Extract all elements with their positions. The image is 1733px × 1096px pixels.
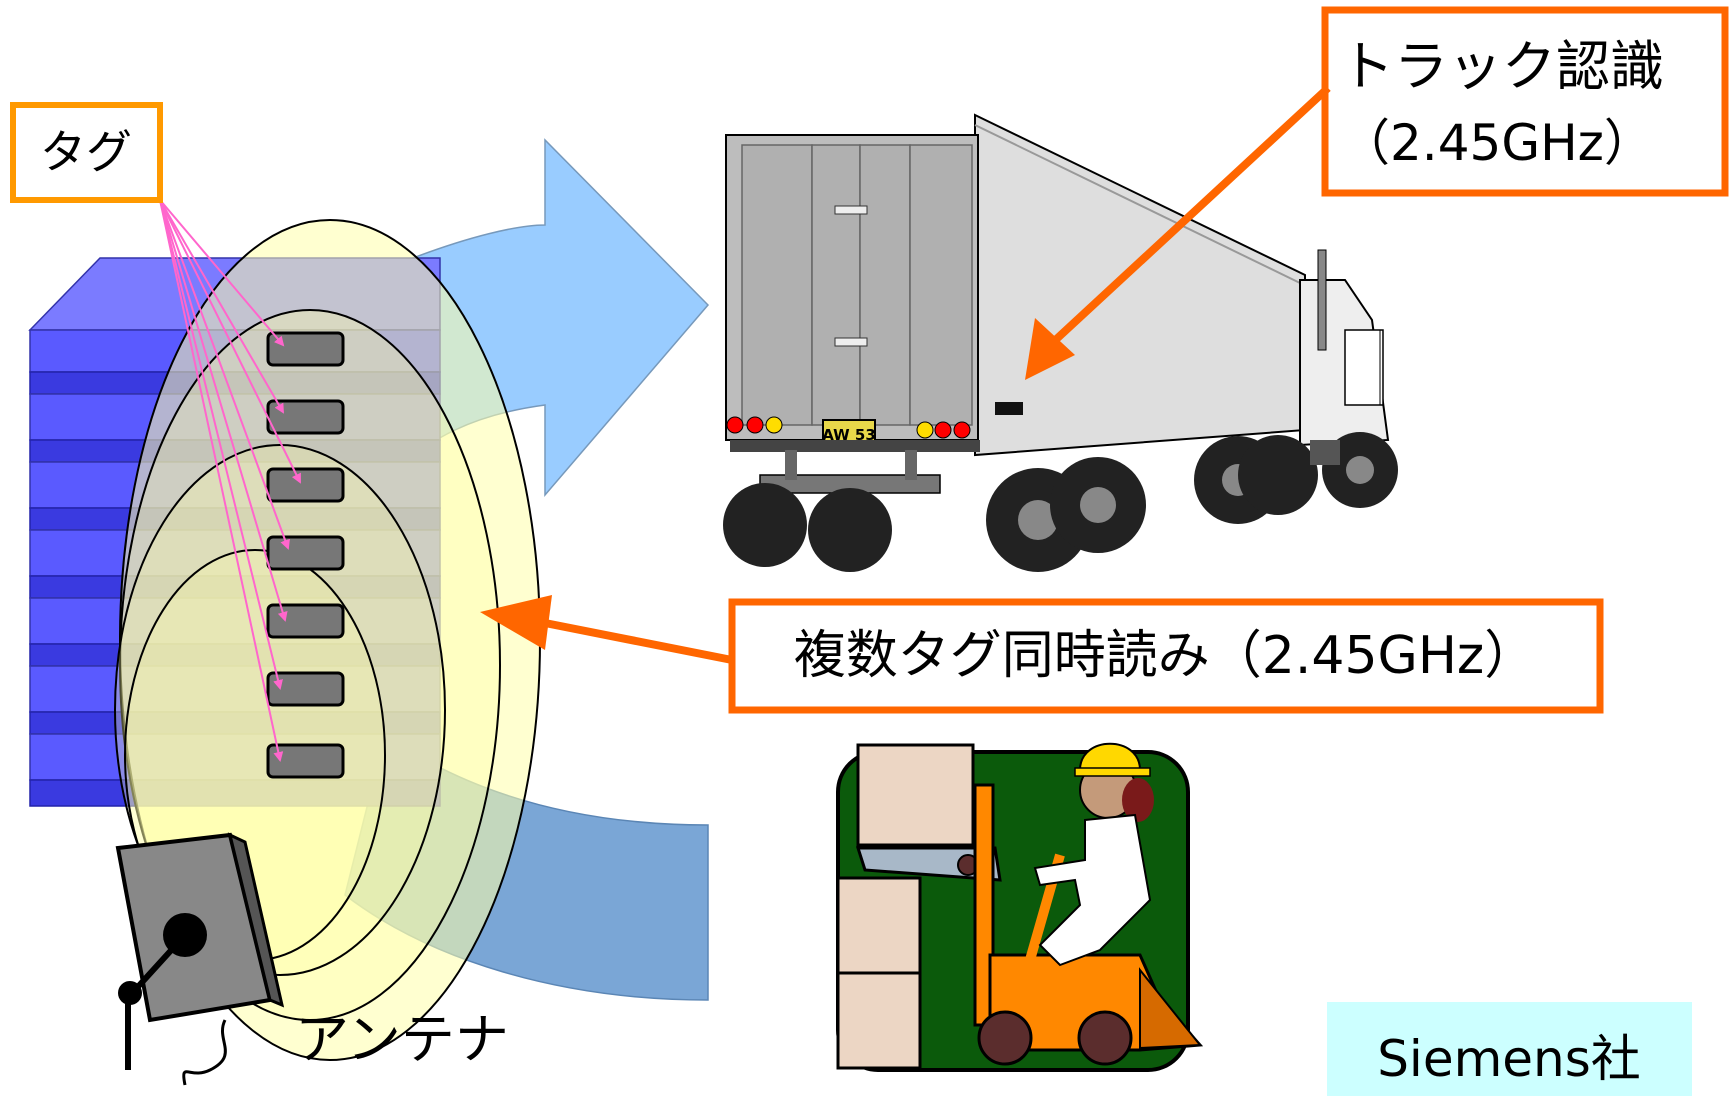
truck-id-label-line2: （2.45GHz） xyxy=(1340,114,1654,172)
forklift-worker-icon xyxy=(836,742,1204,1072)
tag-chip-icon xyxy=(266,671,345,707)
tag-chip-icon xyxy=(266,331,345,367)
tag-chip-icon xyxy=(266,743,345,779)
multi-read-callout xyxy=(728,598,1604,714)
tag-label-box xyxy=(10,102,163,203)
truck-icon: AW 53 xyxy=(723,113,1398,572)
multi-read-arrow xyxy=(480,595,733,664)
tag-chip-icon xyxy=(266,603,345,639)
tag-pointer-lines xyxy=(159,199,301,762)
company-badge xyxy=(1327,1002,1692,1096)
multi-read-label: 複数タグ同時読み（2.45GHz） xyxy=(794,626,1536,686)
antenna-label: アンテナ xyxy=(295,1008,509,1071)
truck-id-callout xyxy=(1321,6,1729,197)
tag-label: タグ xyxy=(40,125,132,179)
license-plate: AW 53 xyxy=(822,426,876,444)
tag-chip-icon xyxy=(266,467,345,503)
company-label: Siemens社 xyxy=(1377,1030,1641,1088)
truck-id-label-line1: トラック認識 xyxy=(1340,35,1664,98)
antenna-reader-icon xyxy=(115,832,285,1086)
tag-chip-icon xyxy=(266,535,345,571)
truck-id-arrow xyxy=(1025,85,1331,380)
